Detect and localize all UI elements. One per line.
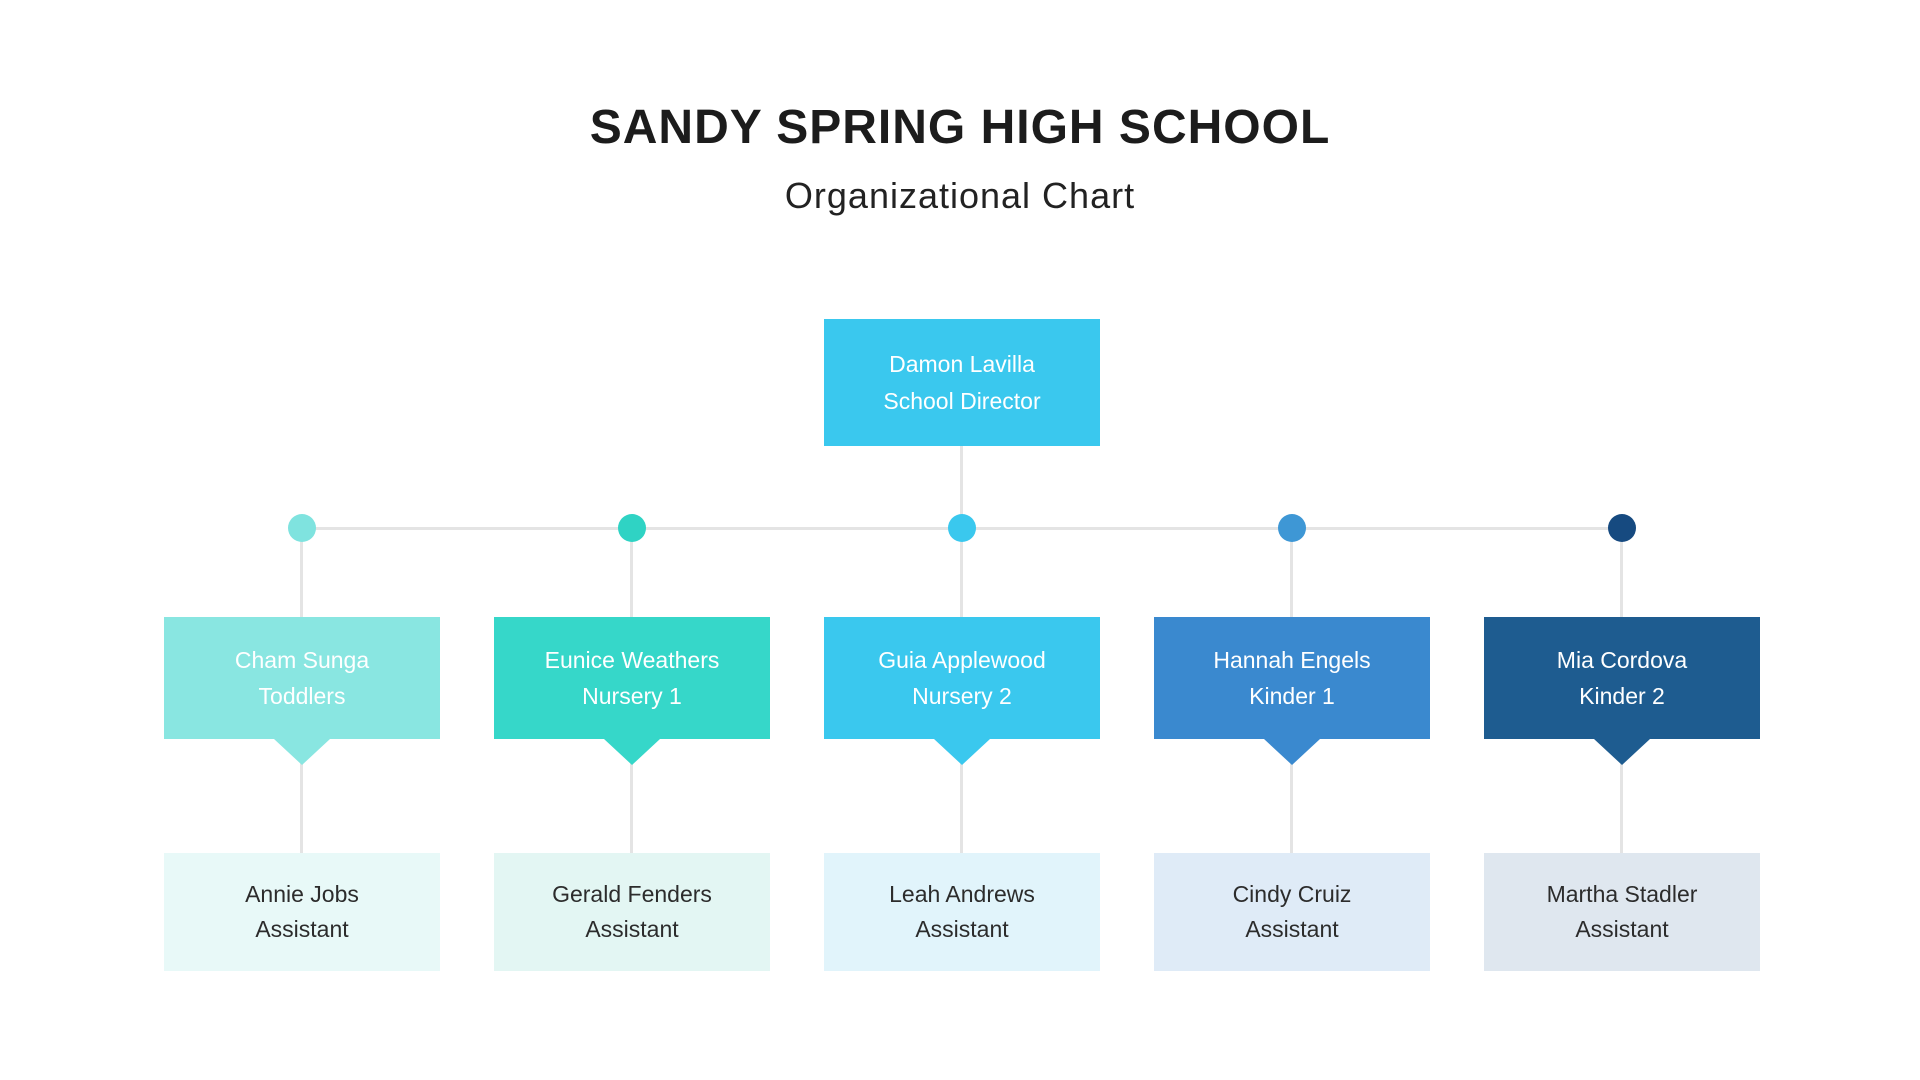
connector-assistant-line: [300, 745, 303, 853]
connector-assistant-line: [630, 745, 633, 853]
connector-assistant-line: [1620, 745, 1623, 853]
branch-dot: [288, 514, 316, 542]
branch-dot: [948, 514, 976, 542]
branch-dot: [618, 514, 646, 542]
teacher-node-tail: [1264, 739, 1320, 765]
connector-branch-line: [300, 528, 303, 617]
connector-branch-line: [960, 528, 963, 617]
assistant-role: Assistant: [1245, 916, 1339, 942]
assistant-role: Assistant: [1575, 916, 1669, 942]
teacher-node-tail: [604, 739, 660, 765]
org-column: Cham Sunga Toddlers Annie Jobs Assistant: [164, 514, 440, 971]
teacher-node-tail: [1594, 739, 1650, 765]
teacher-node-tail: [274, 739, 330, 765]
page-subtitle: Organizational Chart: [784, 175, 1136, 216]
teacher-name: Eunice Weathers: [544, 647, 720, 673]
assistant-role: Assistant: [255, 916, 349, 942]
org-column: Mia Cordova Kinder 2 Martha Stadler Assi…: [1484, 514, 1760, 971]
teacher-node: Eunice Weathers Nursery 1: [494, 617, 770, 739]
assistant-node: Annie Jobs Assistant: [164, 853, 440, 971]
org-column: Eunice Weathers Nursery 1 Gerald Fenders…: [494, 514, 770, 971]
connector-assistant-line: [1290, 745, 1293, 853]
teacher-name: Cham Sunga: [234, 647, 370, 673]
director-role: School Director: [883, 387, 1041, 414]
teacher-role: Nursery 2: [912, 683, 1012, 709]
assistant-role: Assistant: [585, 916, 679, 942]
teacher-name: Mia Cordova: [1556, 647, 1688, 673]
assistant-node: Cindy Cruiz Assistant: [1154, 853, 1430, 971]
teacher-role: Nursery 1: [582, 683, 682, 709]
connector-director-line: [960, 446, 963, 530]
director-name: Damon Lavilla: [889, 350, 1035, 377]
connector-branch-line: [1620, 528, 1623, 617]
teacher-node: Cham Sunga Toddlers: [164, 617, 440, 739]
teacher-node: Guia Applewood Nursery 2: [824, 617, 1100, 739]
connector-assistant-line: [960, 745, 963, 853]
page-title: SANDY SPRING HIGH SCHOOL: [589, 101, 1331, 154]
teacher-node: Hannah Engels Kinder 1: [1154, 617, 1430, 739]
assistant-name: Gerald Fenders: [552, 881, 712, 907]
teacher-role: Kinder 1: [1249, 683, 1335, 709]
assistant-node: Gerald Fenders Assistant: [494, 853, 770, 971]
teacher-name: Hannah Engels: [1213, 647, 1371, 673]
org-column: Guia Applewood Nursery 2 Leah Andrews As…: [824, 514, 1100, 971]
branch-dot: [1278, 514, 1306, 542]
connector-branch-line: [630, 528, 633, 617]
assistant-name: Martha Stadler: [1546, 881, 1698, 907]
teacher-role: Toddlers: [258, 683, 346, 709]
teacher-name: Guia Applewood: [878, 647, 1046, 673]
assistant-node: Leah Andrews Assistant: [824, 853, 1100, 971]
assistant-name: Cindy Cruiz: [1232, 881, 1352, 907]
branch-dot: [1608, 514, 1636, 542]
teacher-node: Mia Cordova Kinder 2: [1484, 617, 1760, 739]
assistant-role: Assistant: [915, 916, 1009, 942]
teacher-node-tail: [934, 739, 990, 765]
connector-branch-line: [1290, 528, 1293, 617]
assistant-name: Leah Andrews: [889, 881, 1035, 907]
teacher-role: Kinder 2: [1579, 683, 1665, 709]
assistant-node: Martha Stadler Assistant: [1484, 853, 1760, 971]
assistant-name: Annie Jobs: [245, 881, 359, 907]
org-column: Hannah Engels Kinder 1 Cindy Cruiz Assis…: [1154, 514, 1430, 971]
director-node: Damon Lavilla School Director: [824, 319, 1100, 446]
